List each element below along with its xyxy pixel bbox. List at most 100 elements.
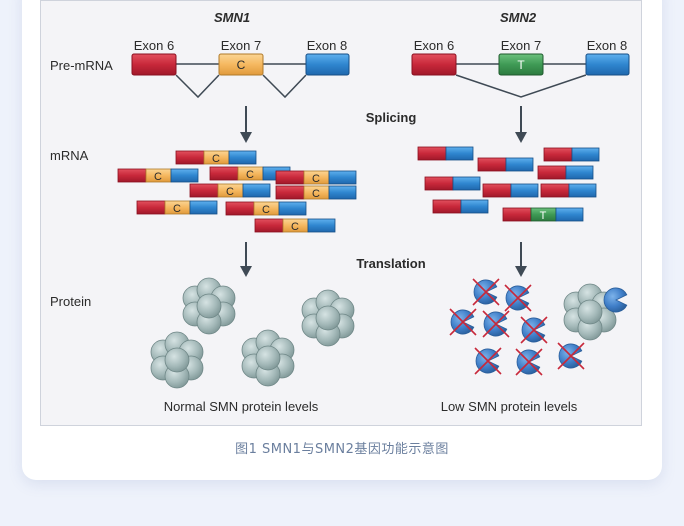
transcript-exon7-nucleotide: C <box>226 186 234 198</box>
smn2-protein-products <box>449 278 628 376</box>
degraded-truncated-protein <box>520 316 548 344</box>
transcript-exon8 <box>452 176 481 191</box>
transcript-exon6 <box>543 147 573 162</box>
smn2-skipped-transcript <box>432 199 489 214</box>
smn1-exon8-label: Exon 8 <box>307 38 347 53</box>
smn1-exon6-block <box>131 53 177 76</box>
protein-monomer <box>255 345 281 371</box>
transcript-exon8 <box>170 168 199 183</box>
transcript-exon6 <box>254 218 284 233</box>
transcript-exon6 <box>275 185 305 200</box>
degradation-cross <box>449 308 477 336</box>
smn2-mrna-transcripts: T <box>417 146 600 222</box>
smn2-exon6-block <box>411 53 457 76</box>
transcript-exon7-nucleotide: C <box>312 173 320 185</box>
smn1-outcome-label: Normal SMN protein levels <box>164 399 319 414</box>
transcript-exon8 <box>510 183 539 198</box>
smn2-skipped-transcript <box>537 165 594 180</box>
smn1-transcript: C <box>175 150 257 165</box>
transcript-exon6 <box>477 157 507 172</box>
smn1-protein-complexes <box>150 277 355 389</box>
degradation-cross <box>557 342 585 370</box>
smn1-exon8-block <box>305 53 350 76</box>
transcript-exon6 <box>432 199 462 214</box>
transcript-exon6 <box>540 183 570 198</box>
smn2-skipped-transcript <box>482 183 539 198</box>
smn1-exon7-nucleotide: C <box>237 58 246 72</box>
degraded-truncated-protein <box>472 278 500 306</box>
smn1-pre-mrna: C <box>131 53 350 99</box>
transcript-exon8 <box>328 170 357 185</box>
smn2-skipped-transcript <box>424 176 481 191</box>
transcript-exon6 <box>136 200 166 215</box>
degraded-truncated-protein <box>449 308 477 336</box>
smn-oligomer <box>150 331 204 389</box>
transcript-exon7-nucleotide: C <box>291 221 299 233</box>
transcript-exon8 <box>242 183 271 198</box>
row-label-mrna: mRNA <box>50 148 89 163</box>
smn2-pre-mrna: T <box>411 53 630 98</box>
transcript-exon8 <box>445 146 474 161</box>
smn2-exon7-label: Exon 7 <box>501 38 541 53</box>
smn1-exon7-label: Exon 7 <box>221 38 261 53</box>
transcript-exon8 <box>307 218 336 233</box>
degraded-truncated-protein <box>557 342 585 370</box>
degradation-cross <box>472 278 500 306</box>
transcript-exon7-nucleotide: T <box>540 210 547 222</box>
transcript-exon8 <box>328 185 357 200</box>
smn-oligomer <box>182 277 236 335</box>
smn2-skipped-transcript <box>543 147 600 162</box>
smn1-transcript: C <box>275 185 357 200</box>
row-label-pre-mrna: Pre-mRNA <box>50 58 113 73</box>
splicing-label: Splicing <box>366 110 417 125</box>
smn-oligomer <box>241 329 295 387</box>
smn1-transcript: C <box>117 168 199 183</box>
transcript-exon7-nucleotide: C <box>154 171 162 183</box>
truncated-protein <box>603 287 628 313</box>
smn1-transcript: C <box>136 200 218 215</box>
figure-caption: 图1 SMN1与SMN2基因功能示意图 <box>235 442 449 457</box>
transcript-exon7-nucleotide: C <box>312 188 320 200</box>
smn-oligomer <box>301 289 355 347</box>
degraded-truncated-protein <box>515 348 543 376</box>
protein-monomer <box>164 347 190 373</box>
degradation-cross <box>515 348 543 376</box>
smn2-exon6-label: Exon 6 <box>414 38 454 53</box>
transcript-exon8 <box>571 147 600 162</box>
translation-label: Translation <box>356 256 425 271</box>
degradation-cross <box>482 310 510 338</box>
protein-monomer <box>577 299 603 325</box>
smn2-skipped-transcript <box>477 157 534 172</box>
transcript-exon6 <box>189 183 219 198</box>
degradation-cross <box>520 316 548 344</box>
smn1-transcript: C <box>275 170 357 185</box>
smn1-transcript: C <box>189 183 271 198</box>
transcript-exon6 <box>209 166 239 181</box>
transcript-exon8 <box>278 201 307 216</box>
transcript-exon6 <box>537 165 567 180</box>
transcript-exon8 <box>228 150 257 165</box>
transcript-exon7-nucleotide: C <box>212 153 220 165</box>
smn1-transcript: C <box>225 201 307 216</box>
smn2-exon8-label: Exon 8 <box>587 38 627 53</box>
degradation-cross <box>504 284 532 312</box>
row-label-protein: Protein <box>50 294 91 309</box>
transcript-exon6 <box>175 150 205 165</box>
protein-monomer <box>196 293 222 319</box>
degraded-truncated-protein <box>482 310 510 338</box>
transcript-exon7-nucleotide: C <box>246 169 254 181</box>
transcript-exon8 <box>555 207 584 222</box>
smn2-outcome-label: Low SMN protein levels <box>441 399 578 414</box>
gene-title-smn2: SMN2 <box>500 10 537 25</box>
transcript-exon6 <box>482 183 512 198</box>
smn2-exon7-nucleotide: T <box>517 58 525 72</box>
transcript-exon6 <box>502 207 532 222</box>
transcript-exon6 <box>424 176 454 191</box>
transcript-exon8 <box>460 199 489 214</box>
transcript-exon8 <box>189 200 218 215</box>
transcript-exon8 <box>565 165 594 180</box>
smn2-exon8-block <box>585 53 630 76</box>
smn2-exon7-block <box>498 53 544 76</box>
